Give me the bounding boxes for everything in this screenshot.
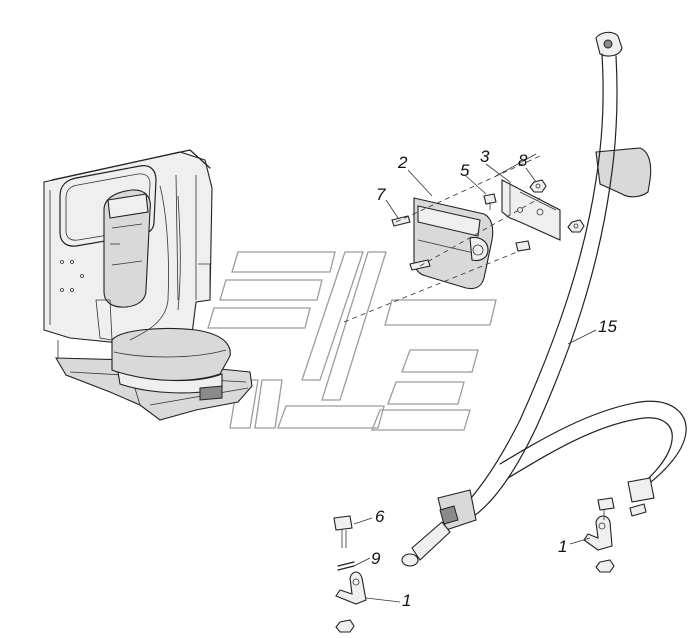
nut-left-lower — [335, 619, 355, 633]
watermark-logo — [207, 251, 497, 431]
label-part-1-left: 1 — [402, 591, 411, 610]
nut-right-lower — [595, 559, 615, 573]
label-part-8: 8 — [518, 151, 528, 170]
driver-seat — [95, 185, 231, 401]
belt-retractor — [595, 147, 652, 198]
anchor-bracket-right-part-1 — [583, 515, 613, 551]
label-part-2: 2 — [397, 153, 408, 172]
label-part-3: 3 — [480, 147, 490, 166]
label-part-9: 9 — [371, 549, 381, 568]
belt-end-fitting — [627, 477, 655, 517]
upper-belt-guide — [595, 31, 623, 57]
label-part-15: 15 — [598, 317, 617, 336]
label-part-7: 7 — [376, 185, 386, 204]
screw-part-7 — [391, 215, 431, 271]
bracket-part-3 — [501, 179, 561, 241]
nut-part-8 — [529, 179, 547, 193]
leader-lines — [353, 163, 597, 603]
bolt-right-lower — [597, 497, 615, 520]
bolt-lower — [515, 240, 531, 252]
label-part-5: 5 — [460, 161, 470, 180]
label-part-1-right: 1 — [558, 537, 567, 556]
buckle-stalk — [401, 521, 451, 567]
trim-cover-part-2 — [413, 197, 494, 290]
buckle-tongue — [437, 489, 477, 531]
seat-belt-webbing-part-15 — [459, 53, 687, 517]
washer-part-9 — [337, 561, 355, 571]
label-part-6: 6 — [375, 507, 385, 526]
anchor-bracket-left-part-1 — [335, 571, 367, 605]
nut-right — [567, 219, 585, 233]
assembly-lines — [343, 153, 541, 323]
bolt-part-6 — [333, 515, 353, 548]
bolt-part-5 — [483, 193, 497, 210]
